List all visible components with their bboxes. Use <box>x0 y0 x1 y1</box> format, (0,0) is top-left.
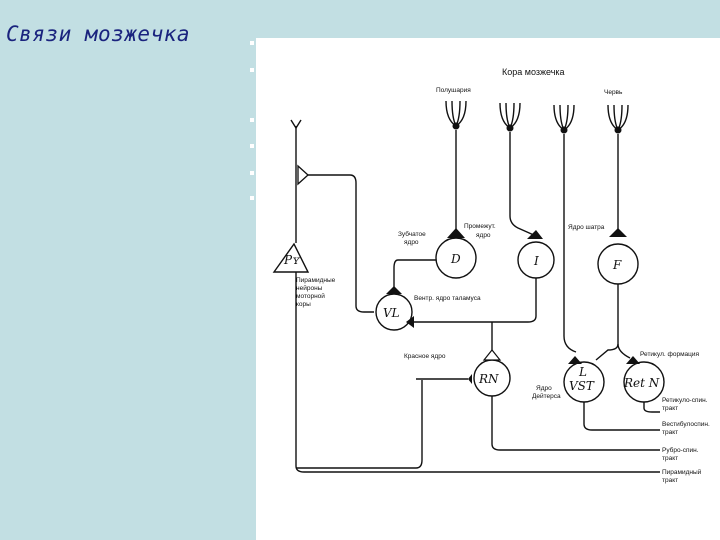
pyr-label-1: Пирамидные <box>296 277 336 284</box>
thalamus-label: Вентр. ядро таламуса <box>414 295 481 302</box>
dentate-to-vl <box>393 259 436 292</box>
pyrtract-label-2: тракт <box>662 477 678 484</box>
vl-node-label: VL <box>383 306 400 320</box>
fastigial-node-label: F <box>612 258 622 272</box>
pyr-label-4: коры <box>296 301 311 308</box>
vestspin-label-1: Вестибулоспин. <box>662 420 710 428</box>
interposed-label-2: ядро <box>476 232 491 239</box>
vestibulospinal-tract <box>583 402 660 431</box>
fastigial-label: Ядро шатра <box>568 224 605 231</box>
interposed-node-label: I <box>533 254 539 268</box>
cerebellum-connections-diagram: Кора мозжечка Полушария Червь D I F Зуб <box>272 67 710 484</box>
rubrospinal-tract <box>491 396 660 451</box>
fastigial-to-retn <box>617 343 631 359</box>
diagram-panel: Кора мозжечка Полушария Червь D I F Зуб <box>256 38 720 540</box>
thalamo-cortical-fiber <box>308 174 374 313</box>
red-nucleus-label: Красное ядро <box>404 353 446 360</box>
pyramidal-node-label: Pʏ <box>283 253 301 267</box>
retspin-label-2: тракт <box>662 405 678 412</box>
synapse-i <box>527 230 543 239</box>
fastigial-out <box>595 284 619 361</box>
rn-node-label: RN <box>478 372 499 386</box>
slide-title: Связи мозжечка <box>6 22 191 46</box>
pyrtract-label-1: Пирамидный <box>662 468 702 476</box>
lvst-node-label-vst: VST <box>569 379 595 393</box>
reticular-label: Ретикул. формация <box>640 351 700 358</box>
retn-node-label: Ret N <box>623 376 660 390</box>
pyramidal-collateral <box>296 380 423 469</box>
hemispheres-label: Полушария <box>436 87 471 94</box>
dentate-label-2: ядро <box>404 239 419 246</box>
interposed-label-1: Промежут. <box>464 223 496 230</box>
deiters-label-1: Ядро <box>536 385 552 392</box>
retspin-label-1: Ретикуло-спин. <box>662 397 708 404</box>
purkinje-axon-vermis-lvst <box>563 134 577 353</box>
pyr-label-3: моторной <box>296 292 325 300</box>
purkinje-cells <box>445 100 629 134</box>
pyramidal-tract <box>295 272 660 473</box>
interposed-to-vl <box>414 278 537 323</box>
pyr-label-2: нейроны <box>296 284 323 292</box>
synapse-f <box>609 228 627 237</box>
deiters-label-2: Дейтерса <box>532 392 561 400</box>
thalamo-cortical-synapse <box>297 164 309 186</box>
vermis-label: Червь <box>604 89 623 96</box>
pyramidal-neuron <box>272 242 310 273</box>
cortex-label: Кора мозжечка <box>502 67 565 77</box>
rubspin-label-2: тракт <box>662 455 678 462</box>
purkinje-axon-interposed <box>509 132 537 237</box>
dentate-node-label: D <box>450 252 461 266</box>
rubspin-label-1: Рубро-спин. <box>662 446 699 454</box>
vestspin-label-2: тракт <box>662 429 678 436</box>
dentate-nucleus <box>435 237 477 279</box>
dentate-label-1: Зубчатое <box>398 230 426 238</box>
synapse-d <box>447 228 465 238</box>
reticulospinal-tract <box>643 402 660 413</box>
lvst-node-label-l: L <box>578 365 587 379</box>
